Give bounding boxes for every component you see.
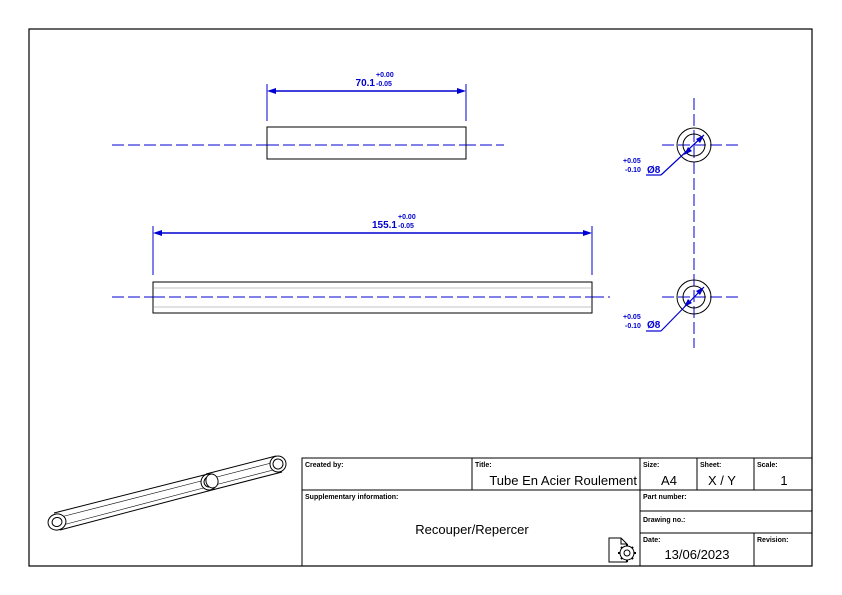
top-section-tol-minus: -0.10 <box>625 167 641 174</box>
bottom-tube-view: 155.1 +0.00 -0.05 <box>112 214 610 314</box>
bottom-dim-value: 155.1 <box>372 220 397 231</box>
size-value: A4 <box>661 473 677 488</box>
bottom-dim-arrow-right <box>583 230 592 236</box>
scale-value: 1 <box>780 473 787 488</box>
bottom-dim-tol-minus: -0.05 <box>398 223 414 230</box>
sheet-value: X / Y <box>708 473 736 488</box>
bottom-section-outer <box>676 279 712 315</box>
scale-label: Scale: <box>757 462 778 469</box>
top-section-diameter: Ø8 <box>647 165 661 176</box>
supplementary-info-value: Recouper/Repercer <box>415 522 529 537</box>
top-dim-arrow-right <box>457 88 466 94</box>
top-dim-arrow-left <box>267 88 276 94</box>
title-block <box>301 457 813 567</box>
revision-label: Revision: <box>757 537 789 544</box>
bottom-diameter-leader <box>660 286 705 332</box>
title-label: Title: <box>475 462 492 469</box>
size-label: Size: <box>643 462 659 469</box>
top-diameter-leader <box>660 134 705 176</box>
date-value: 13/06/2023 <box>664 547 729 562</box>
top-dim-tol-plus: +0.00 <box>376 72 394 79</box>
sheet-label: Sheet: <box>700 462 721 469</box>
bottom-section-tol-minus: -0.10 <box>625 323 641 330</box>
bottom-section-view: +0.05 -0.10 Ø8 <box>623 279 742 332</box>
top-dim-tol-minus: -0.05 <box>376 81 392 88</box>
gear-document-icon <box>608 537 636 563</box>
top-section-view: +0.05 -0.10 Ø8 <box>623 127 742 176</box>
isometric-tube-preview <box>47 455 287 531</box>
bottom-dim-arrow-left <box>153 230 162 236</box>
bottom-section-tol-plus: +0.05 <box>623 314 641 321</box>
top-section-inner <box>682 133 706 157</box>
date-label: Date: <box>643 537 661 544</box>
created-by-label: Created by: <box>305 462 344 469</box>
top-tube-view: 70.1 +0.00 -0.05 <box>112 72 504 160</box>
title-value: Tube En Acier Roulement <box>489 473 637 488</box>
drawing-no-label: Drawing no.: <box>643 517 685 524</box>
bottom-section-diameter: Ø8 <box>647 320 661 331</box>
supplementary-info-label: Supplementary information: <box>305 494 398 501</box>
top-section-tol-plus: +0.05 <box>623 158 641 165</box>
top-section-outer <box>676 127 712 163</box>
top-dim-value: 70.1 <box>356 78 376 89</box>
part-number-label: Part number: <box>643 494 687 501</box>
bottom-dim-tol-plus: +0.00 <box>398 214 416 221</box>
top-tube-body <box>266 126 467 160</box>
bottom-section-inner <box>682 285 706 309</box>
